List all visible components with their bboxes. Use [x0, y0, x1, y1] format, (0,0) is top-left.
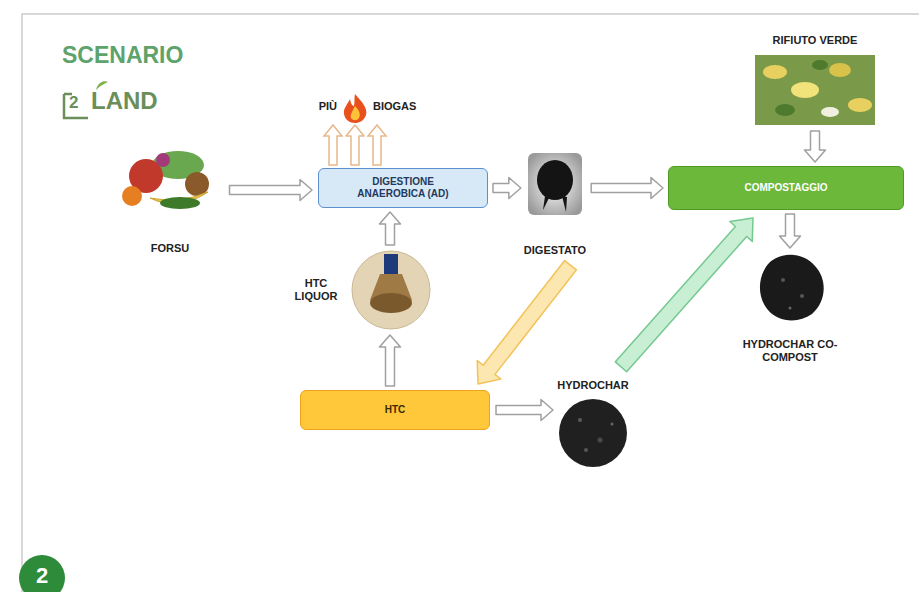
- flow-arrow: [805, 131, 826, 162]
- scenario-title: SCENARIO: [62, 42, 183, 69]
- input-picture: RIFIUTO VERDE: [755, 34, 875, 125]
- process-box: HTC: [300, 390, 490, 430]
- picture-space: [752, 252, 828, 324]
- node-label: RIFIUTO VERDE: [773, 34, 858, 47]
- product-picture: HYDROCHAR CO-COMPOST: [730, 252, 850, 364]
- flow-arrow: [230, 180, 313, 201]
- node-label: DIGESTATO: [524, 244, 586, 257]
- flow-arrow: [591, 178, 663, 199]
- product-picture: HTC LIQUOR: [292, 249, 432, 331]
- product-picture: DIGESTATO: [524, 152, 586, 257]
- process-box: COMPOSTAGGIO: [668, 166, 904, 210]
- panel-frame: [22, 14, 919, 592]
- node-label: FORSU: [151, 242, 190, 255]
- node-label: DIGESTIONE ANAEROBICA (AD): [343, 176, 463, 200]
- node-label: PIÙ: [270, 100, 337, 113]
- logo-text: 2: [69, 94, 78, 111]
- green-waste-picture: [755, 55, 875, 125]
- node-label: HTC: [385, 404, 406, 416]
- node-label: COMPOSTAGGIO: [744, 182, 827, 194]
- product-picture: HYDROCHAR: [557, 379, 629, 468]
- process-box: DIGESTIONE ANAEROBICA (AD): [318, 168, 488, 208]
- logo-text: LAND: [91, 89, 158, 113]
- flow-arrow: [380, 335, 401, 386]
- input-picture: FORSU: [123, 148, 218, 255]
- node-label: HYDROCHAR: [557, 379, 629, 392]
- flow-arrow: [493, 178, 521, 199]
- biogas-arrow: [368, 125, 386, 165]
- node-label: HTC LIQUOR: [292, 277, 340, 303]
- flow-arrow: [615, 218, 753, 372]
- digestate-picture: [528, 153, 582, 215]
- callout-circle: [19, 555, 65, 592]
- biogas-output: PIÙ BIOGAS: [270, 92, 440, 122]
- callout-number: 2: [36, 565, 48, 587]
- flame-icon: [344, 94, 367, 123]
- picture-space: [123, 148, 218, 214]
- picture-space: [557, 398, 629, 468]
- biogas-arrow: [324, 125, 342, 165]
- hydrochar-picture: [559, 399, 627, 467]
- flow-arrow: [496, 400, 553, 421]
- picture-space: [350, 249, 432, 331]
- flow-arrow: [380, 212, 401, 245]
- picture-space: [755, 55, 875, 125]
- food-waste-picture: [122, 151, 209, 209]
- picture-space: [527, 152, 583, 216]
- flow-arrow: [477, 261, 576, 384]
- node-label: HYDROCHAR CO-COMPOST: [730, 338, 850, 364]
- flame-gap: [337, 93, 373, 121]
- htc-liquor-picture: [352, 251, 430, 329]
- co-compost-picture: [760, 255, 824, 321]
- flow-arrow: [780, 214, 801, 248]
- node-label: BIOGAS: [373, 100, 440, 113]
- flow-arrow: [346, 125, 364, 165]
